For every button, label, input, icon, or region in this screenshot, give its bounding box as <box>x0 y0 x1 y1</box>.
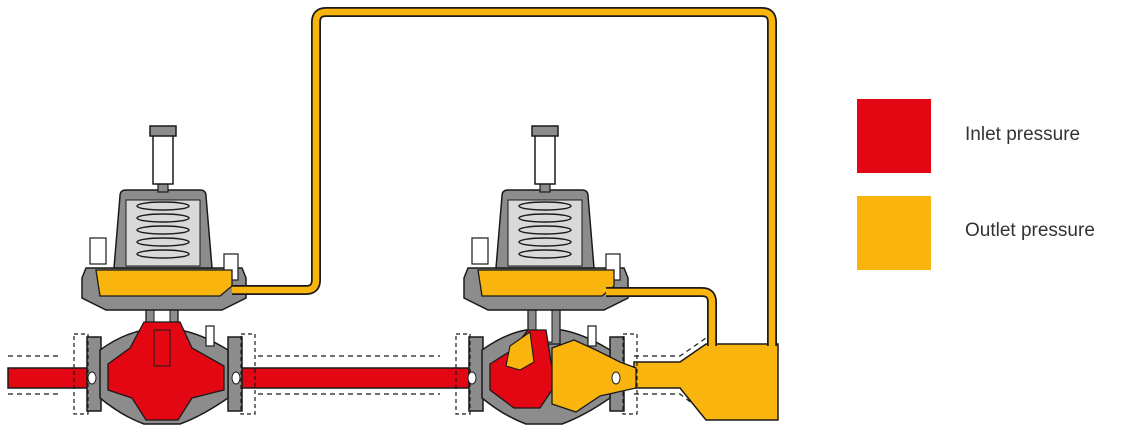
legend-swatch-outlet <box>857 196 931 270</box>
legend-swatch-inlet <box>857 99 931 173</box>
legend-label-outlet: Outlet pressure <box>965 220 1095 242</box>
legend-label-inlet: Inlet pressure <box>965 124 1080 146</box>
